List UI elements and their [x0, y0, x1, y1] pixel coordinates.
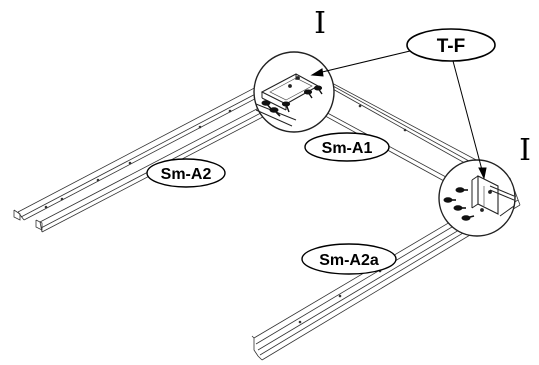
screw-icon — [261, 85, 323, 117]
label-sm-a1: Sm-A1 — [322, 140, 373, 157]
detail-circle-right — [438, 159, 516, 237]
label-sm-a2a: Sm-A2a — [319, 252, 379, 269]
detail-marker-left: I — [314, 6, 326, 41]
detail-marker-right: I — [519, 133, 531, 168]
leader-lines — [310, 50, 487, 180]
label-sm-a2: Sm-A2 — [161, 166, 212, 183]
callout-sm-a2a: Sm-A2a — [301, 243, 397, 275]
callout-tf: T-F — [406, 28, 496, 62]
detail-circle-left — [253, 51, 335, 133]
screw-icon — [443, 187, 475, 221]
label-tf: T-F — [437, 36, 466, 57]
callout-sm-a1: Sm-A1 — [304, 132, 390, 162]
callout-sm-a2: Sm-A2 — [146, 158, 226, 188]
